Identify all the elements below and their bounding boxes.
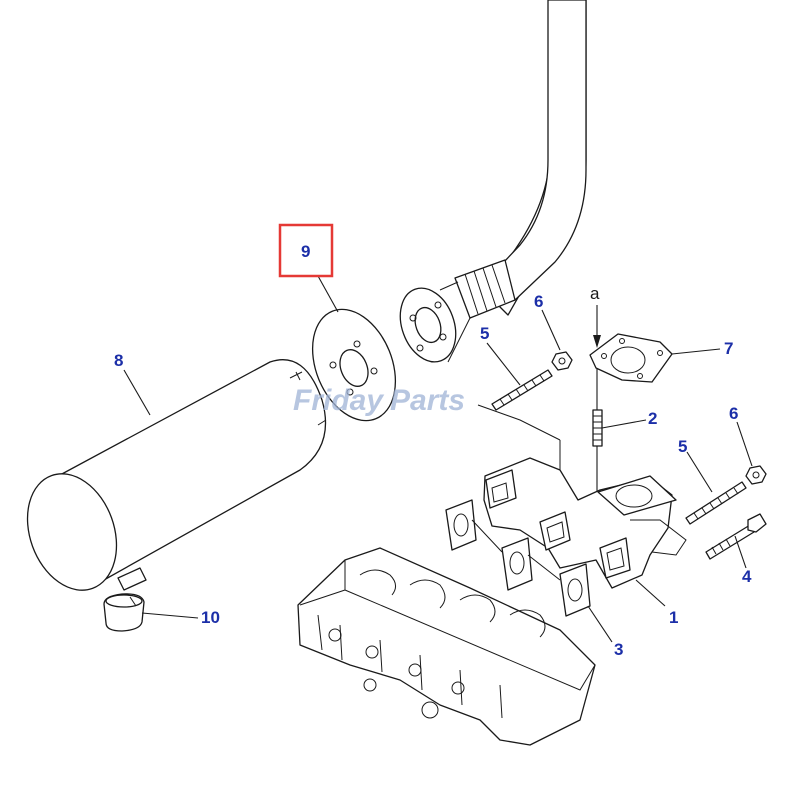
callout-3[interactable]: 3 [614,640,623,659]
callout-4[interactable]: 4 [742,567,752,586]
leader-lines [123,275,753,643]
callout-6-upper[interactable]: 6 [534,292,543,311]
gasket-part-9 [311,308,397,422]
watermark-text-a: Friday [293,384,384,417]
gasket-part-7 [589,333,673,383]
nut-part-6-upper [551,351,573,371]
cylinder-head [297,547,596,746]
callout-6-lower[interactable]: 6 [729,404,738,423]
callout-2[interactable]: 2 [648,409,657,428]
callout-5-lower[interactable]: 5 [678,437,687,456]
highlight-box-part-9 [278,223,334,278]
reference-arrow-a [593,305,601,492]
callout-8[interactable]: 8 [114,351,123,370]
callout-5-upper[interactable]: 5 [480,324,489,343]
clamp-part-10 [103,593,145,632]
nut-part-6-lower [745,465,767,485]
watermark: Friday Parts [293,384,465,417]
callout-10[interactable]: 10 [201,608,220,627]
stud-part-2 [592,409,603,447]
exhaust-pipe [399,0,587,363]
callout-9[interactable]: 9 [301,242,310,261]
exhaust-manifold-part-1 [477,404,687,589]
bolt-part-4 [705,513,767,560]
reference-label-a: a [590,284,600,303]
callout-1[interactable]: 1 [669,608,678,627]
muffler-part-8 [26,359,327,591]
stud-bolt-part-5-upper [491,369,553,411]
stud-bolt-part-5-lower [685,481,747,525]
watermark-text-b: Parts [390,384,465,417]
gasket-part-3 [445,499,591,617]
callout-7[interactable]: 7 [724,339,733,358]
